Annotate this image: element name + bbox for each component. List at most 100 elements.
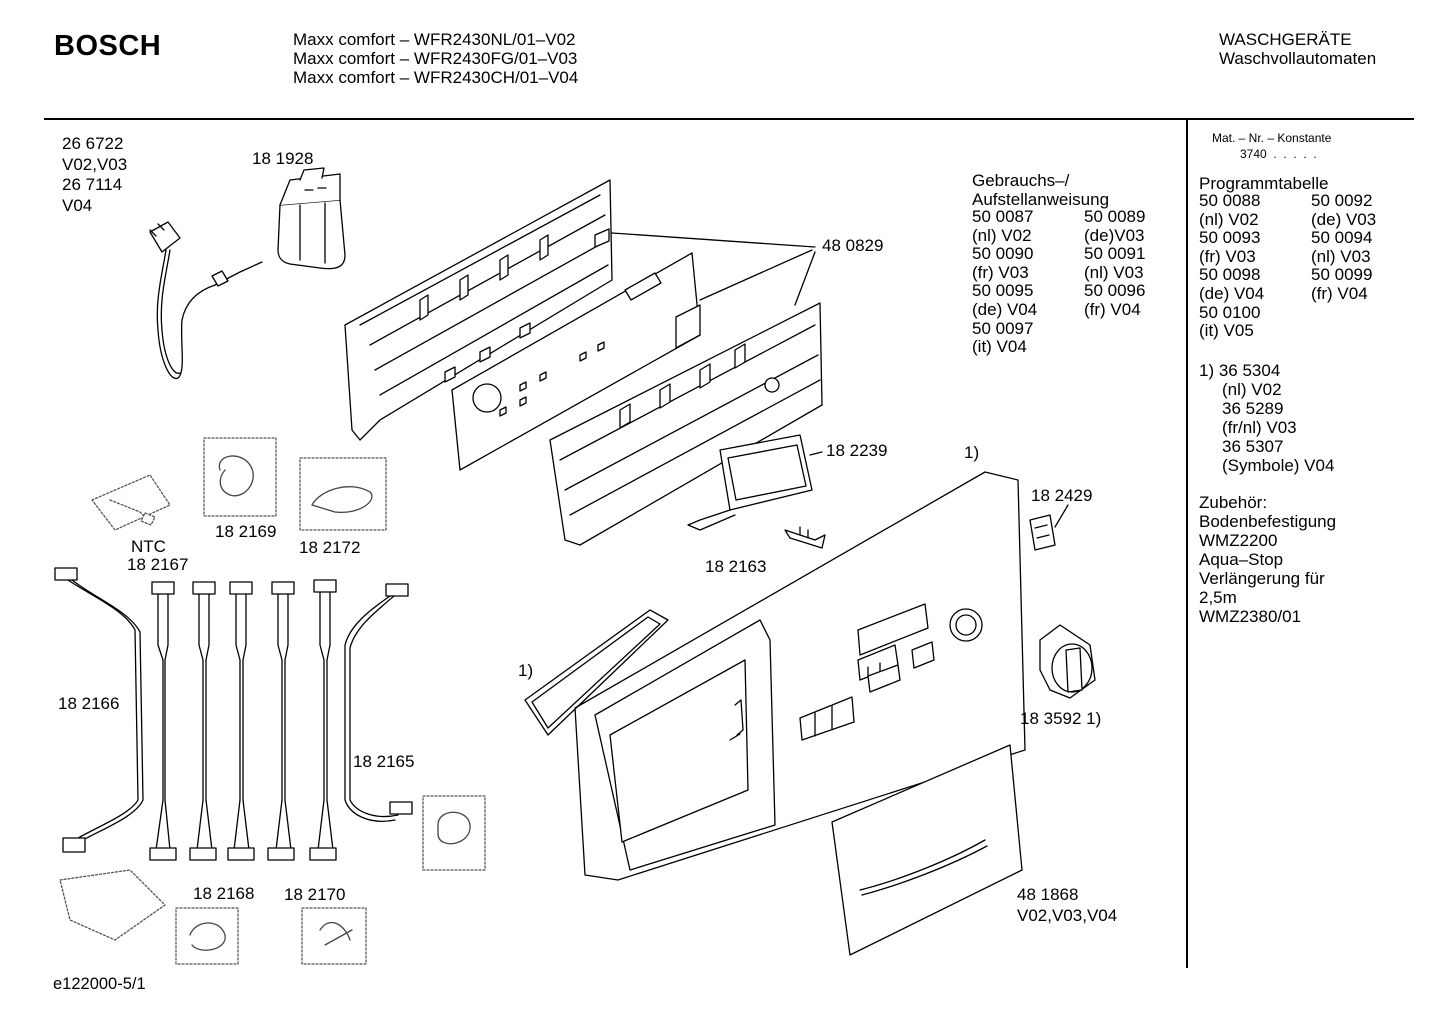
- label-line: 48 1868: [1017, 885, 1079, 904]
- reference-sketch: [59, 869, 166, 941]
- mat-nr-label: Mat. – Nr. – Konstante: [1212, 131, 1332, 145]
- reference-box: [175, 907, 239, 965]
- ntc-name-label: NTC: [131, 537, 166, 556]
- leader-line: [1054, 504, 1069, 528]
- knob-label: 18 3592 1): [1020, 709, 1102, 728]
- table-cell: (fr) V04: [1311, 283, 1368, 303]
- table-cell: 50 0096: [1084, 281, 1146, 301]
- model-line: Maxx comfort – WFR2430FG/01–V03: [293, 49, 578, 68]
- table-cell: (nl) V02: [1199, 209, 1259, 229]
- gasket-note-label: 1): [518, 661, 534, 680]
- model-line: Maxx comfort – WFR2430CH/01–V04: [293, 68, 579, 87]
- manual-title-line: Aufstellanweisung: [972, 190, 1110, 209]
- category-heading: WASCHGERÄTE Waschvollautomaten: [1219, 30, 1376, 68]
- label-line: 26 6722: [62, 134, 124, 153]
- fascia-panel: [574, 471, 1026, 881]
- table-cell: 50 0092: [1311, 191, 1373, 210]
- footnote-line: (nl) V02: [1222, 380, 1282, 399]
- accessory-line: Aqua–Stop: [1199, 550, 1284, 569]
- filter-part: [277, 167, 346, 270]
- table-cell: (de) V04: [1199, 283, 1265, 303]
- footer-code: e122000-5/1: [53, 975, 146, 993]
- model-list: Maxx comfort – WFR2430NL/01–V02 Maxx com…: [293, 30, 578, 87]
- leader-line: [809, 451, 823, 456]
- brand-logo: BOSCH: [54, 30, 162, 62]
- accessories-list: Zubehör: Bodenbefestigung WMZ2200 Aqua–S…: [1199, 493, 1336, 626]
- control-module-upper: [344, 179, 613, 441]
- table-cell: (de)V03: [1084, 225, 1145, 245]
- label-line: V04: [62, 195, 93, 215]
- filter-label: 18 1928: [252, 149, 314, 168]
- reference-sketch: [311, 486, 373, 513]
- accessory-line: Verlängerung für: [1199, 569, 1325, 588]
- circuit-board: [451, 252, 701, 471]
- leader-line: [611, 232, 816, 306]
- harness-2168-label: 18 2168: [193, 884, 255, 903]
- reference-sketch: [189, 922, 226, 951]
- knob-part: [1039, 624, 1096, 699]
- table-cell: 50 0089: [1084, 207, 1146, 226]
- display-part: [687, 434, 813, 531]
- label-line: 26 7114: [62, 175, 123, 194]
- reference-sketch: [437, 811, 471, 845]
- detergent-cover-part: [831, 744, 1023, 956]
- table-cell: (fr) V03: [1199, 246, 1256, 266]
- label-line: V02,V03: [62, 154, 128, 174]
- category-line: Waschvollautomaten: [1219, 49, 1377, 68]
- ntc-sensor-part: [91, 474, 171, 531]
- mat-nr-value: 3740 . . . . .: [1240, 147, 1317, 161]
- table-cell: 50 0098: [1199, 265, 1261, 285]
- footnote-list: 1) 36 5304 (nl) V02 36 5289 (fr/nl) V03 …: [1199, 361, 1334, 475]
- table-cell: 50 0099: [1311, 265, 1373, 285]
- pin-part: [784, 526, 826, 549]
- sidebar-divider: [1186, 120, 1188, 968]
- control-module-lower: [549, 302, 823, 546]
- table-cell: (de) V04: [972, 299, 1038, 319]
- manual-title: Gebrauchs–/ Aufstellanweisung: [972, 171, 1109, 209]
- table-cell: 50 0095: [972, 281, 1034, 301]
- reference-box: [299, 457, 387, 531]
- table-cell: (fr) V03: [972, 262, 1029, 282]
- table-cell: 50 0097: [972, 318, 1034, 338]
- module-label: 48 0829: [822, 236, 884, 255]
- reference-box: [422, 795, 486, 871]
- model-line: Maxx comfort – WFR2430NL/01–V02: [293, 30, 576, 49]
- table-cell: (fr) V04: [1084, 299, 1141, 319]
- cord-label: 26 6722 V02,V03 26 7114 V04: [62, 134, 127, 216]
- reference-sketch: [319, 921, 353, 946]
- reference-box: [301, 907, 367, 965]
- accessory-line: Zubehör:: [1199, 493, 1268, 512]
- display-label: 18 2239: [826, 441, 888, 460]
- footnote-line: (fr/nl) V03: [1222, 418, 1297, 437]
- harness-2169-label: 18 2169: [215, 522, 277, 541]
- table-cell: 50 0093: [1199, 228, 1261, 248]
- gasket-part: [524, 609, 669, 736]
- footnote-line: 36 5289: [1222, 399, 1284, 418]
- footnote-line: 1) 36 5304: [1199, 361, 1281, 380]
- programmtabelle-title: Programmtabelle: [1199, 174, 1329, 193]
- power-cord-part: [149, 221, 263, 379]
- accessory-line: WMZ2200: [1199, 531, 1278, 550]
- ntc-number-label: 18 2167: [127, 555, 189, 574]
- table-cell: (de) V03: [1311, 209, 1377, 229]
- manual-table: 50 0087 50 0089 (nl) V02 (de)V03 50 0090 50…: [972, 207, 1194, 357]
- harness-2166-label: 18 2166: [58, 694, 120, 713]
- manual-title-line: Gebrauchs–/: [972, 171, 1070, 190]
- table-cell: 50 0090: [972, 244, 1034, 264]
- accessory-line: WMZ2380/01: [1199, 607, 1302, 626]
- clip-part: [1029, 514, 1056, 551]
- footnote-line: 36 5307: [1222, 437, 1284, 456]
- pin-label: 18 2163: [705, 557, 767, 576]
- table-cell: (nl) V02: [972, 225, 1032, 245]
- label-line: V02,V03,V04: [1017, 906, 1118, 925]
- table-cell: 50 0094: [1311, 228, 1373, 248]
- table-cell: 50 0100: [1199, 302, 1261, 322]
- table-cell: (nl) V03: [1084, 262, 1144, 282]
- table-cell: (it) V05: [1199, 321, 1254, 341]
- table-cell: 50 0087: [972, 207, 1034, 226]
- category-line: WASCHGERÄTE: [1219, 30, 1352, 49]
- panel-note-label: 1): [964, 443, 980, 462]
- harness-2172-label: 18 2172: [299, 538, 361, 557]
